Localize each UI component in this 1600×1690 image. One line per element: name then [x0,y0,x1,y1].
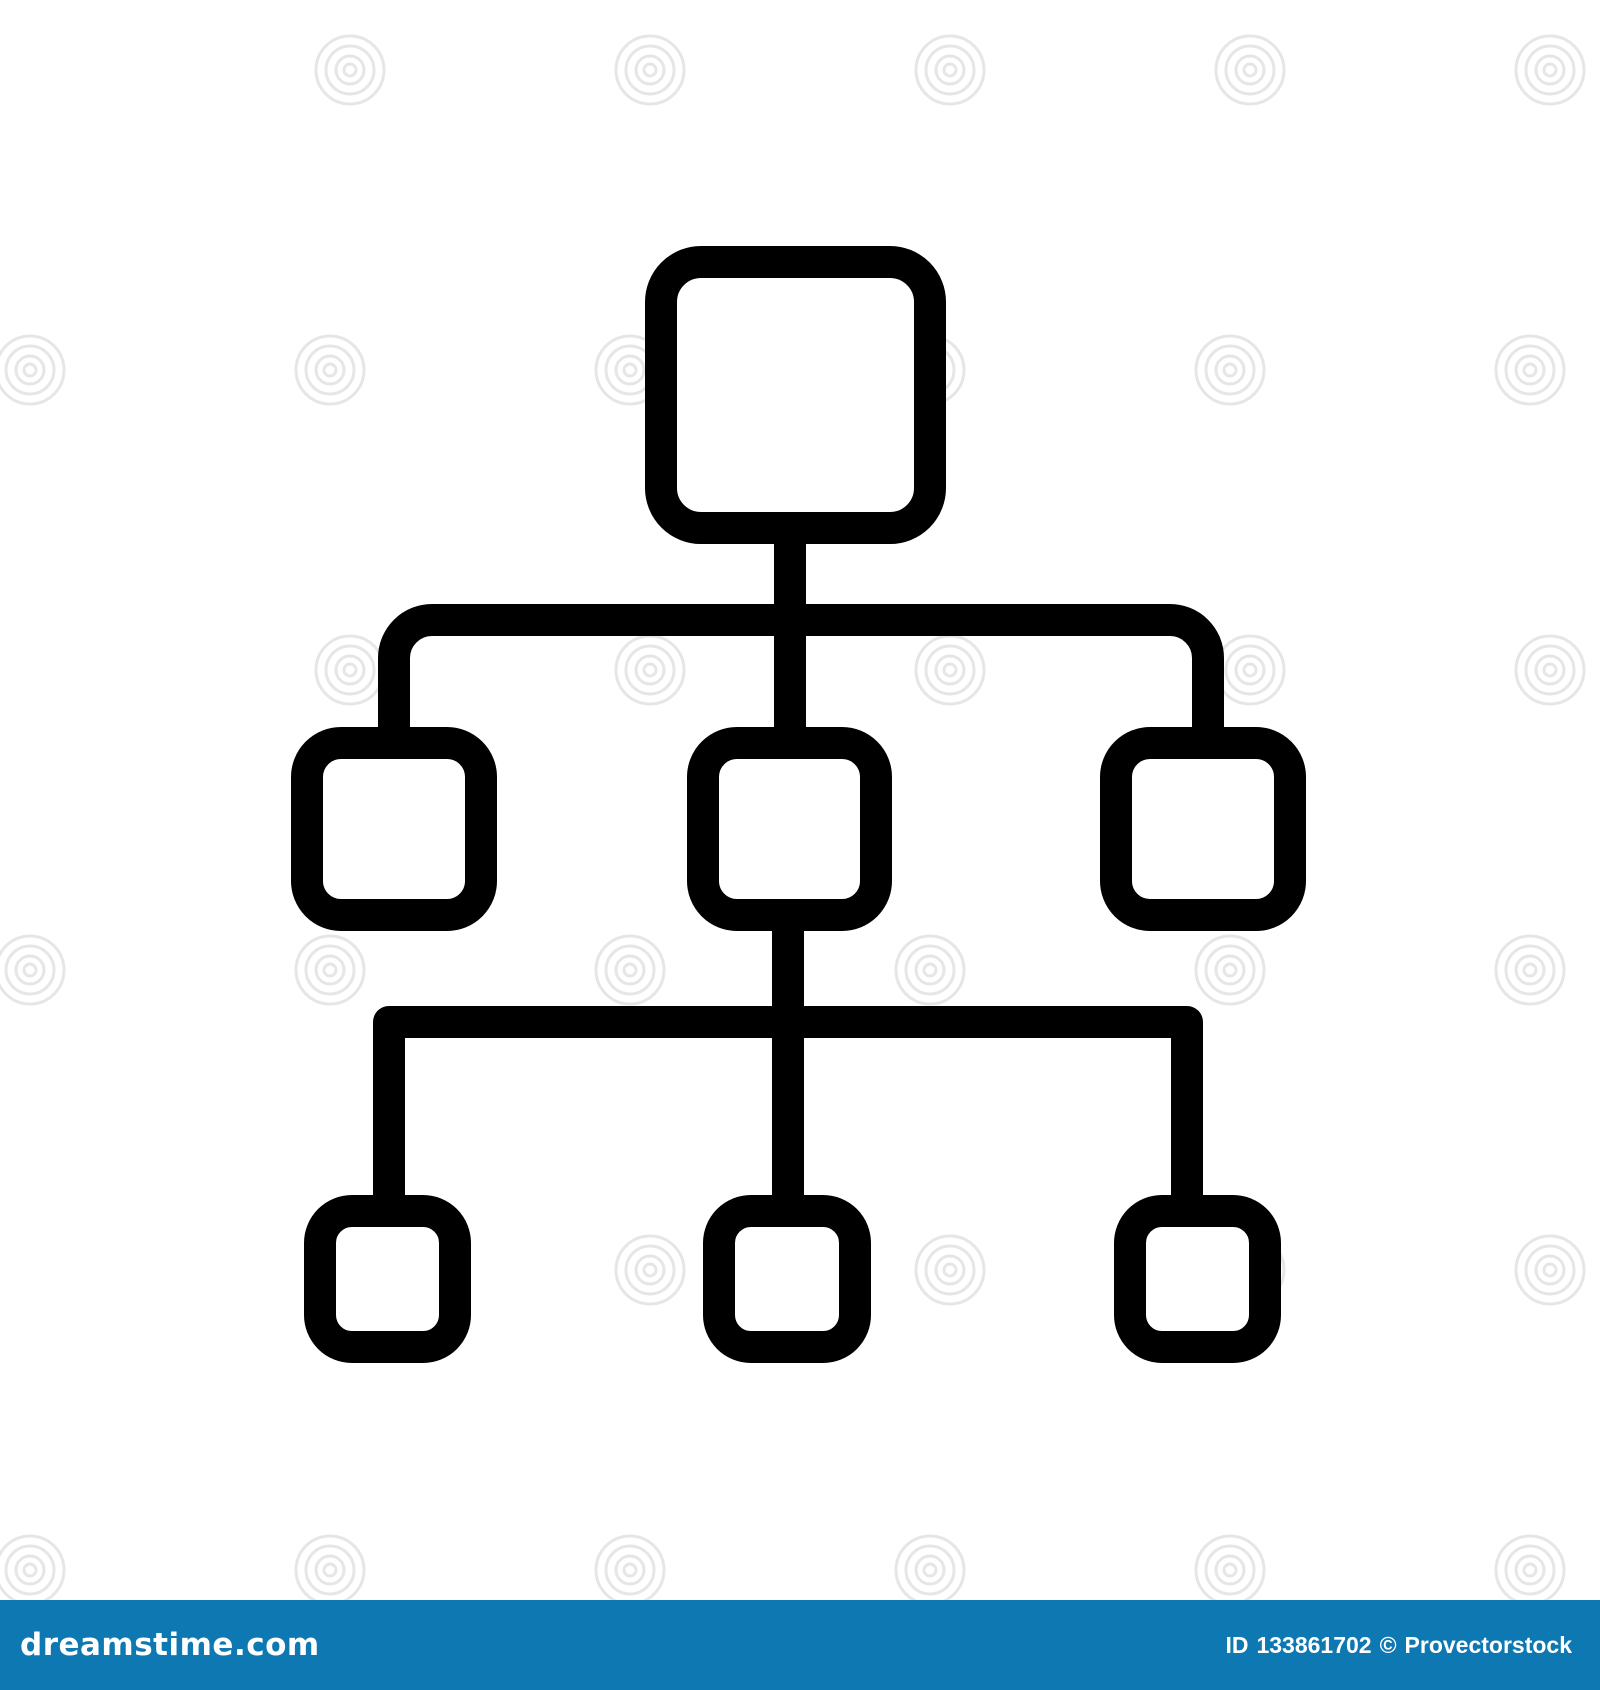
footer-bar: dreamstime.com ID 133861702 © Provectors… [0,1600,1600,1690]
spiral-watermark-icon [1194,334,1266,406]
spiral-watermark-icon [894,1534,966,1600]
icon-canvas [0,34,1586,1600]
author-link[interactable]: Provectorstock [1404,1631,1572,1658]
node-level3-center [703,1195,871,1363]
spiral-watermark-icon [1514,1234,1586,1306]
spiral-watermark-icon [614,34,686,106]
spiral-watermark-icon [894,934,966,1006]
spiral-watermark-icon [294,1534,366,1600]
node-level3-right [1114,1195,1281,1363]
image-credit: ID 133861702 © Provectorstock [1225,1632,1572,1659]
id-value: 133861702 [1256,1631,1372,1658]
spiral-watermark-icon [294,934,366,1006]
spiral-watermark-icon [294,334,366,406]
spiral-watermark-icon [614,1234,686,1306]
node-level3-left [304,1195,471,1363]
spiral-watermark-icon [914,1234,986,1306]
spiral-watermark-icon [1214,34,1286,106]
connector-middle-branch [373,1006,1203,1205]
spiral-watermark-icon [0,334,66,406]
spiral-watermark-icon [1494,934,1566,1006]
spiral-watermark-icon [1494,1534,1566,1600]
spiral-watermark-icon [1194,1534,1266,1600]
copyright-symbol: © [1379,1631,1397,1658]
spiral-watermark-icon [1194,934,1266,1006]
spiral-watermark-icon [594,1534,666,1600]
spiral-watermark-icon [1514,34,1586,106]
spiral-watermark-icon [314,34,386,106]
id-label: ID [1225,1631,1249,1658]
hierarchy-diagram [291,246,1306,1363]
node-level2-right [1100,727,1306,931]
spiral-watermark-icon [594,934,666,1006]
spiral-watermark-icon [1514,634,1586,706]
node-root [645,246,946,544]
spiral-watermark-icon [1494,334,1566,406]
spiral-watermark-icon [0,1534,66,1600]
spiral-watermark-icon [914,34,986,106]
spiral-watermark-icon [0,934,66,1006]
brand-link[interactable]: dreamstime.com [20,1627,320,1663]
connector-root-branch [378,604,1224,735]
node-level2-left [291,727,497,931]
node-level2-center [687,727,892,931]
